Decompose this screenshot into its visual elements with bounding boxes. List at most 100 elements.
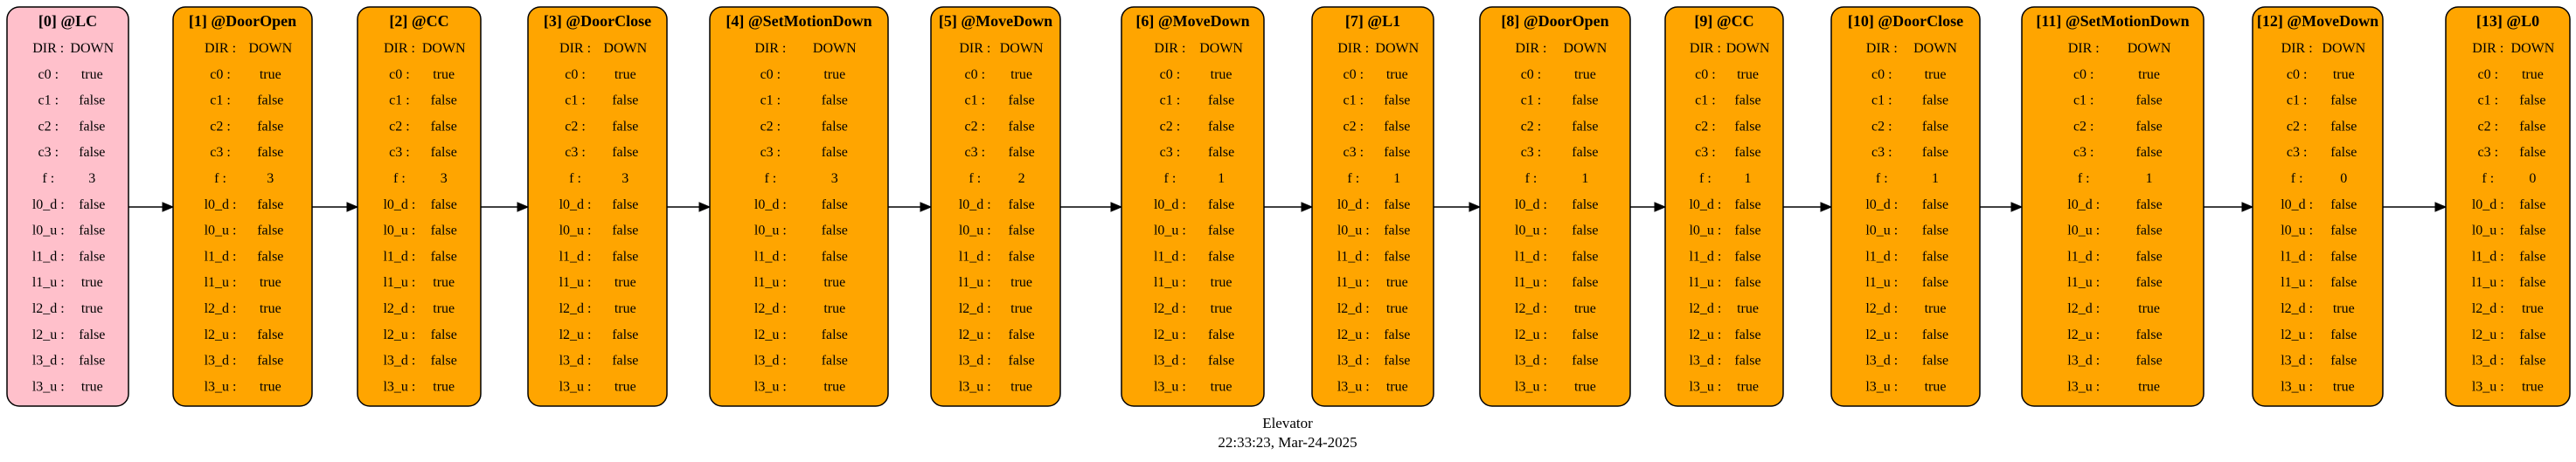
- field-label: l3_u :: [1865, 379, 1898, 394]
- field-label: l2_u :: [2067, 328, 2100, 342]
- field-label: c1 :: [1871, 93, 1892, 108]
- field-value: false: [257, 354, 283, 369]
- field-value: true: [1010, 379, 1032, 394]
- field-label: l0_u :: [32, 224, 65, 238]
- field-value: false: [2519, 119, 2545, 134]
- field-label: l3_u :: [2067, 379, 2100, 394]
- state-title: [6] @MoveDown: [1135, 12, 1249, 30]
- field-label: c0 :: [38, 67, 59, 82]
- field-value: false: [1572, 224, 1598, 238]
- field-value: false: [1922, 328, 1948, 342]
- field-value: true: [823, 275, 845, 290]
- field-label: f :: [1347, 171, 1359, 186]
- field-value: true: [1010, 67, 1032, 82]
- field-value: true: [1574, 301, 1596, 316]
- field-label: l1_u :: [559, 275, 592, 290]
- field-label: l0_u :: [1865, 224, 1898, 238]
- field-value: true: [1211, 379, 1232, 394]
- field-value: 2: [1018, 171, 1025, 186]
- field-value: DOWN: [1564, 41, 1607, 56]
- field-label: c1 :: [1343, 93, 1364, 108]
- field-value: true: [1211, 301, 1232, 316]
- field-label: f :: [1699, 171, 1712, 186]
- arrow-head-icon: [2010, 202, 2024, 212]
- field-label: l3_d :: [1337, 354, 1370, 369]
- field-label: c2 :: [389, 119, 410, 134]
- field-value: 1: [1932, 171, 1939, 186]
- field-value: false: [1384, 224, 1410, 238]
- field-label: f :: [764, 171, 776, 186]
- field-value: false: [612, 354, 638, 369]
- field-value: false: [1384, 119, 1410, 134]
- field-label: l0_d :: [2281, 197, 2313, 212]
- field-label: c0 :: [1521, 67, 1542, 82]
- field-label: f :: [42, 171, 54, 186]
- field-value: false: [79, 328, 105, 342]
- field-label: l2_d :: [2067, 301, 2100, 316]
- field-label: c1 :: [38, 93, 59, 108]
- field-label: l0_d :: [1337, 197, 1370, 212]
- field-value: false: [79, 119, 105, 134]
- field-value: false: [822, 328, 848, 342]
- field-value: false: [2330, 249, 2357, 264]
- field-label: c2 :: [1695, 119, 1716, 134]
- field-label: l2_d :: [32, 301, 65, 316]
- transition-edges: [128, 202, 2448, 212]
- field-label: l1_d :: [2472, 249, 2504, 264]
- field-label: c1 :: [2478, 93, 2499, 108]
- field-label: l1_u :: [959, 275, 991, 290]
- field-label: f :: [969, 171, 981, 186]
- field-label: l0_u :: [1154, 224, 1186, 238]
- field-value: false: [2135, 197, 2162, 212]
- field-value: false: [612, 93, 638, 108]
- field-value: false: [612, 224, 638, 238]
- field-label: l0_u :: [1337, 224, 1370, 238]
- field-value: false: [2330, 119, 2357, 134]
- field-label: c0 :: [965, 67, 986, 82]
- field-label: l3_u :: [1689, 379, 1721, 394]
- field-label: l0_d :: [1865, 197, 1898, 212]
- field-value: false: [1384, 328, 1410, 342]
- field-label: l0_d :: [754, 197, 787, 212]
- field-label: l2_d :: [1689, 301, 1721, 316]
- field-label: l2_u :: [1689, 328, 1721, 342]
- field-label: l0_d :: [383, 197, 415, 212]
- field-label: l1_d :: [2281, 249, 2313, 264]
- field-value: false: [257, 249, 283, 264]
- field-value: false: [1572, 354, 1598, 369]
- state-title: [11] @SetMotionDown: [2036, 12, 2189, 30]
- field-label: DIR :: [2281, 41, 2313, 56]
- state-title: [3] @DoorClose: [544, 12, 651, 30]
- field-label: c1 :: [389, 93, 410, 108]
- field-value: false: [822, 197, 848, 212]
- field-value: DOWN: [813, 41, 857, 56]
- field-value: false: [1008, 197, 1034, 212]
- field-value: false: [257, 197, 283, 212]
- field-value: false: [2135, 328, 2162, 342]
- field-value: false: [2135, 249, 2162, 264]
- field-label: c2 :: [1521, 119, 1542, 134]
- field-label: l3_d :: [2067, 354, 2100, 369]
- field-value: false: [1734, 328, 1760, 342]
- field-label: DIR :: [754, 41, 786, 56]
- field-value: false: [1008, 354, 1034, 369]
- arrow-head-icon: [1469, 202, 1482, 212]
- field-label: l2_u :: [1337, 328, 1370, 342]
- field-value: 0: [2529, 171, 2536, 186]
- field-value: 3: [267, 171, 274, 186]
- field-value: true: [1925, 379, 1947, 394]
- state-box: [709, 6, 889, 407]
- field-value: false: [2135, 224, 2162, 238]
- field-value: true: [1574, 379, 1596, 394]
- field-value: false: [2330, 197, 2357, 212]
- field-value: true: [2333, 301, 2355, 316]
- field-label: f :: [1164, 171, 1177, 186]
- diagram-caption-title: Elevator: [1262, 415, 1313, 431]
- field-value: false: [1008, 145, 1034, 160]
- field-value: false: [1384, 249, 1410, 264]
- field-value: false: [1572, 249, 1598, 264]
- field-value: 0: [2340, 171, 2347, 186]
- field-label: c3 :: [760, 145, 781, 160]
